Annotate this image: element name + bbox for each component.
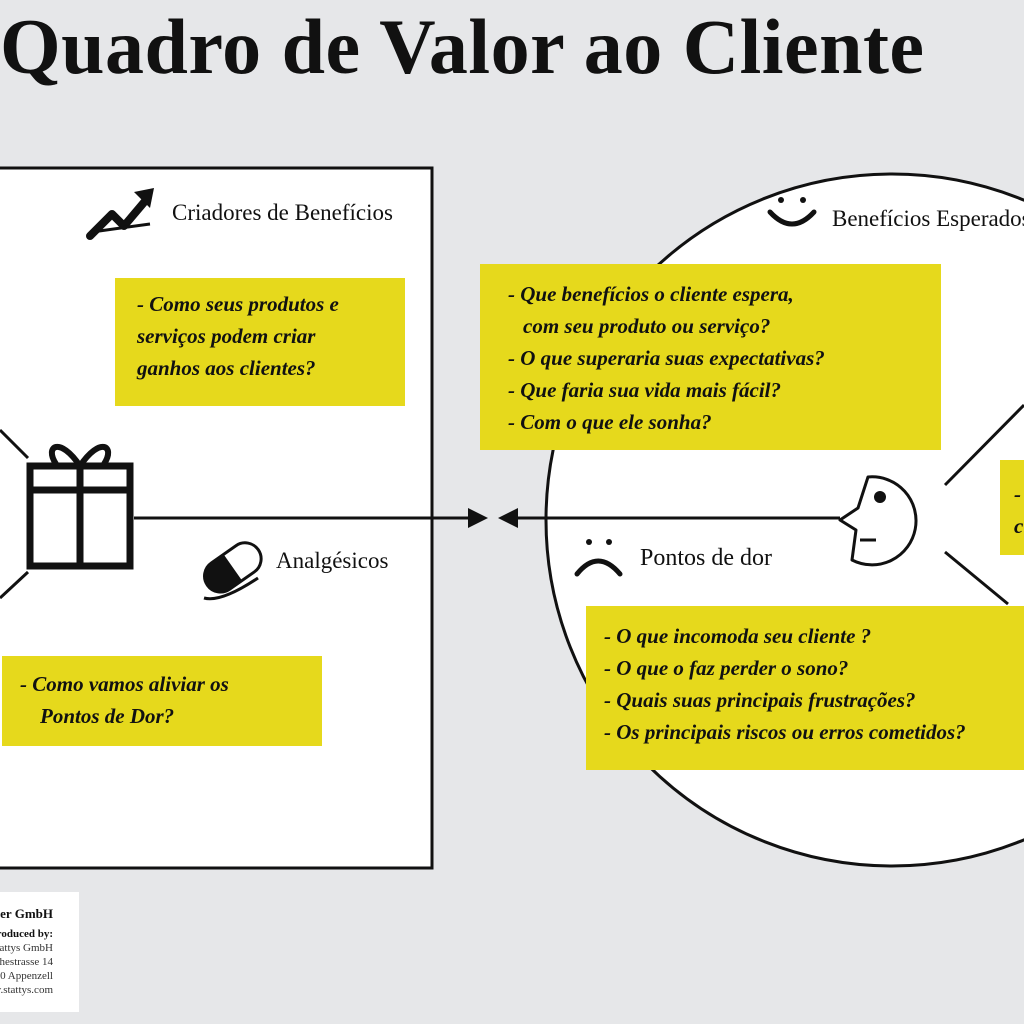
note-line: - Que faria sua vida mais fácil?: [508, 378, 781, 402]
note-line: - Como vamos aliviar os: [20, 672, 229, 696]
page-title: Quadro de Valor ao Cliente: [0, 3, 925, 90]
note-line: - O que incomoda seu cliente ?: [604, 624, 872, 648]
pain-relievers-note: - Como vamos aliviar os Pontos de Dor?: [2, 656, 322, 746]
gain-creators-note: - Como seus produtos e serviços podem cr…: [115, 278, 405, 406]
square-divider-lower: [0, 570, 30, 600]
note-line: - Quais suas principais frustrações?: [604, 688, 916, 712]
note-line: - O que superaria suas expectativas?: [508, 346, 825, 370]
face-profile-icon: [838, 475, 918, 567]
customer-jobs-note: - c: [1000, 460, 1024, 555]
pill-icon: [203, 541, 263, 601]
circle-divider-upper: [943, 403, 1024, 487]
note-line: - Que benefícios o cliente espera,: [508, 282, 794, 306]
credit-line: 9050 Appenzell: [0, 970, 53, 982]
frown-icon: [574, 539, 623, 577]
fit-arrow-head-left: [498, 508, 518, 528]
note-line: - O que o faz perder o sono?: [604, 656, 849, 680]
note-line: -: [1014, 482, 1021, 506]
note-line: - Com o que ele sonha?: [508, 410, 712, 434]
smile-icon: [767, 197, 817, 227]
pains-note: - O que incomoda seu cliente ? - O que o…: [586, 606, 1024, 770]
note-line: Pontos de Dor?: [40, 704, 175, 728]
credit-card: Strategyzer GmbH Produced by: Stattys Gm…: [0, 892, 79, 1012]
note-line: serviços podem criar: [137, 324, 316, 348]
circle-divider-lower: [944, 550, 1009, 606]
gift-box-icon: [26, 443, 134, 570]
gains-label: Benefícios Esperados: [832, 206, 1024, 231]
gain-creators-label: Criadores de Benefícios: [172, 200, 393, 225]
note-line: - Como seus produtos e: [137, 292, 339, 316]
pain-relievers-label: Analgésicos: [276, 548, 389, 573]
fit-arrow-head-right: [468, 508, 488, 528]
note-line: - Os principais riscos ou erros cometido…: [604, 720, 966, 744]
gains-note: - Que benefícios o cliente espera, com s…: [480, 264, 941, 450]
note-line: ganhos aos clientes?: [137, 356, 316, 380]
note-line: c: [1014, 514, 1024, 538]
note-line: com seu produto ou serviço?: [523, 314, 771, 338]
credit-produced-by: Produced by:: [0, 928, 53, 940]
pains-label: Pontos de dor: [640, 545, 772, 571]
credit-company: Strategyzer GmbH: [0, 906, 53, 921]
credit-line: www.stattys.com: [0, 984, 53, 996]
square-divider-upper: [0, 428, 30, 460]
credit-line: Bleichestrasse 14: [0, 956, 53, 968]
credit-line: Stattys GmbH: [0, 942, 53, 954]
trend-up-arrow-icon: [86, 188, 154, 240]
